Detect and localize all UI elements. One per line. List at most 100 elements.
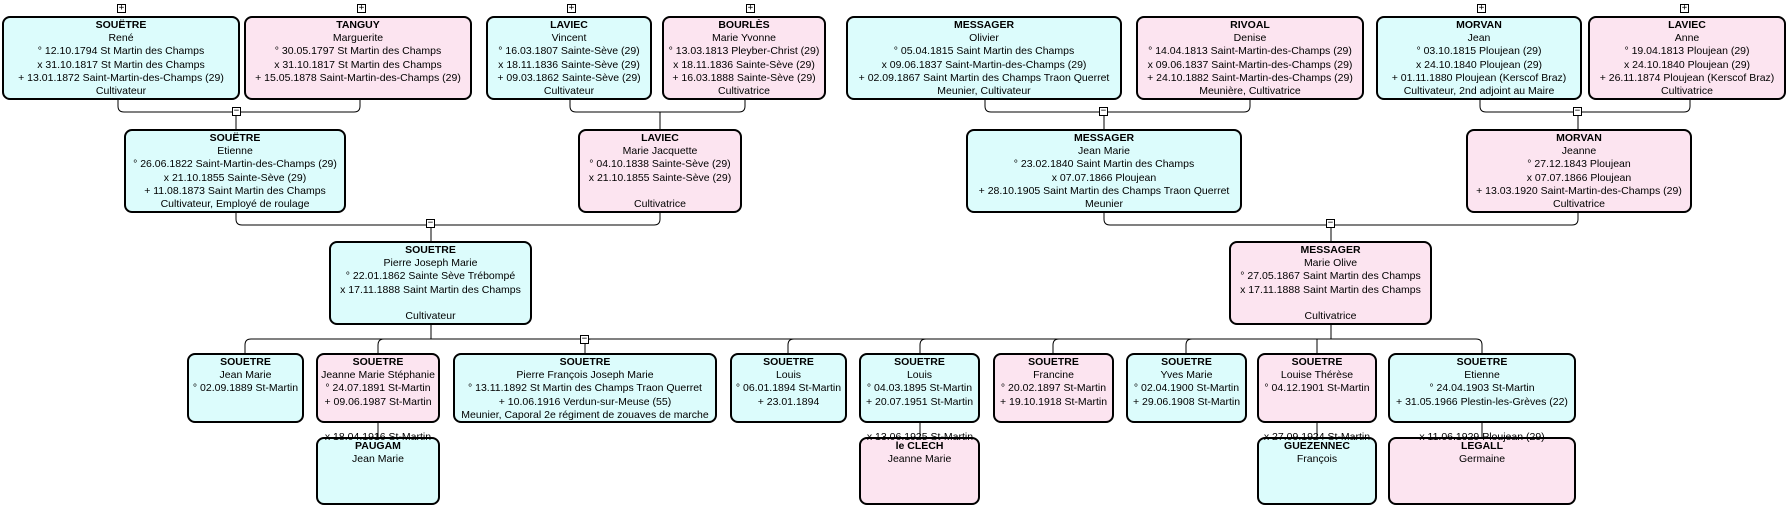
collapse-toggle-icon[interactable]: −	[1326, 218, 1335, 228]
expand-toggle-icon[interactable]: +	[567, 3, 576, 13]
person-surname: SOUETRE	[1291, 356, 1343, 368]
marriage-label: x 18.04.1916 St-Martin	[324, 431, 432, 443]
person-detail-line: Meunière, Cultivatrice	[1199, 85, 1301, 98]
person-detail-line: x 24.10.1840 Ploujean (29)	[1415, 58, 1543, 71]
collapse-toggle-icon[interactable]: −	[1099, 106, 1108, 116]
person-detail-line: + 01.11.1880 Ploujean (Kerscof Braz)	[1391, 71, 1567, 84]
expand-toggle-icon[interactable]: +	[746, 3, 755, 13]
person-detail-line: Meunier, Cultivateur	[937, 85, 1031, 98]
person-surname: SOUETRE	[559, 356, 611, 368]
person-given-name: Jean Marie	[1078, 145, 1130, 158]
person-detail-line: + 10.06.1916 Verdun-sur-Meuse (55)	[498, 395, 672, 408]
person-detail-line: + 13.03.1920 Saint-Martin-des-Champs (29…	[1476, 184, 1682, 197]
person-detail-line: x 31.10.1817 St Martin des Champs	[37, 58, 205, 71]
person-given-name: René	[108, 32, 134, 45]
person-detail-line: x 07.07.1866 Ploujean	[1526, 171, 1632, 184]
person-given-name: Pierre Joseph Marie	[383, 257, 478, 270]
person-given-name: Marie Jacquette	[622, 145, 698, 158]
expand-toggle-icon[interactable]: +	[1680, 3, 1689, 13]
person-detail-line: ° 22.01.1862 Sainte Sève Trébompé	[345, 270, 516, 283]
person-surname: SOUETRE	[894, 356, 945, 368]
person-detail-line: x 24.10.1840 Ploujean (29)	[1623, 58, 1751, 71]
person-detail-line: Cultivatrice	[1304, 310, 1357, 323]
person-detail-line: + 13.01.1872 Saint-Martin-des-Champs (29…	[18, 71, 224, 84]
person-detail-line: Cultivateur	[95, 85, 147, 98]
person-given-name: Denise	[1233, 32, 1267, 45]
person-detail-line: ° 27.05.1867 Saint Martin des Champs	[1240, 270, 1421, 283]
person-detail-line: x 17.11.1888 Saint Martin des Champs	[340, 283, 521, 296]
person-surname: BOURLÈS	[718, 19, 770, 31]
expand-toggle-icon[interactable]: +	[117, 3, 126, 13]
person-given-name: Francine	[1033, 369, 1074, 382]
person-surname: LEGALL	[1461, 440, 1503, 452]
expand-toggle-icon[interactable]: +	[1477, 3, 1486, 13]
person-detail-line: ° 04.12.1901 St-Martin	[1264, 382, 1370, 395]
person-detail-line: ° 24.04.1903 St-Martin	[1429, 382, 1535, 395]
person-detail-line	[580, 185, 740, 198]
person-surname: MESSAGER	[953, 19, 1015, 31]
person-detail-line: + 20.07.1951 St-Martin	[865, 395, 974, 408]
person-detail-line	[331, 297, 530, 310]
person-detail-line: ° 02.04.1900 St-Martin	[1133, 382, 1240, 395]
expand-toggle-icon[interactable]: +	[357, 3, 366, 13]
person-detail-line: ° 27.12.1843 Ploujean	[1527, 158, 1631, 171]
collapse-toggle-icon[interactable]: −	[426, 218, 435, 228]
person-given-name: Jeanne Marie Stéphanie	[321, 369, 435, 382]
collapse-toggle-icon[interactable]: −	[580, 334, 589, 344]
person-surname: RIVOAL	[1230, 19, 1270, 31]
person-detail-line: x 21.10.1855 Sainte-Sève (29)	[163, 171, 307, 184]
person-detail-line: + 02.09.1867 Saint Martin des Champs Tra…	[858, 71, 1110, 84]
person-given-name: Louis	[775, 369, 802, 382]
person-given-name: Marguerite	[332, 32, 384, 45]
person-detail-line: ° 14.04.1813 Saint-Martin-des-Champs (29…	[1148, 45, 1352, 58]
marriage-label: x 13.06.1925 St-Martin	[866, 431, 974, 443]
person-detail-line: Cultivateur	[405, 310, 456, 323]
person-detail-line: Cultivatrice	[634, 198, 686, 211]
person-surname: SOUETRE	[763, 356, 814, 368]
person-detail-line: ° 26.06.1822 Saint-Martin-des-Champs (29…	[133, 158, 337, 171]
person-given-name: Anne	[1674, 32, 1700, 45]
person-detail-line: x 09.06.1837 Saint-Martin-des-Champs (29…	[881, 58, 1087, 71]
collapse-toggle-icon[interactable]: −	[1573, 106, 1582, 116]
person-detail-line: x 17.11.1888 Saint Martin des Champs	[1240, 283, 1421, 296]
person-given-name: Marie Olive	[1303, 257, 1358, 270]
person-detail-line: Cultivateur	[543, 85, 595, 98]
connector-line	[235, 213, 661, 226]
person-detail-line: ° 05.04.1815 Saint Martin des Champs	[893, 45, 1075, 58]
person-detail-line: + 19.10.1918 St-Martin	[999, 395, 1108, 408]
person-detail-line: ° 19.04.1813 Ploujean (29)	[1624, 45, 1750, 58]
person-surname: PAUGAM	[355, 440, 401, 452]
person-detail-line: x 09.06.1837 Saint-Martin-des-Champs (29…	[1147, 58, 1353, 71]
connector-line	[1052, 338, 1060, 353]
collapse-toggle-icon[interactable]: −	[232, 106, 241, 116]
person-detail-line: + 31.05.1966 Plestin-les-Grèves (22)	[1396, 395, 1568, 408]
